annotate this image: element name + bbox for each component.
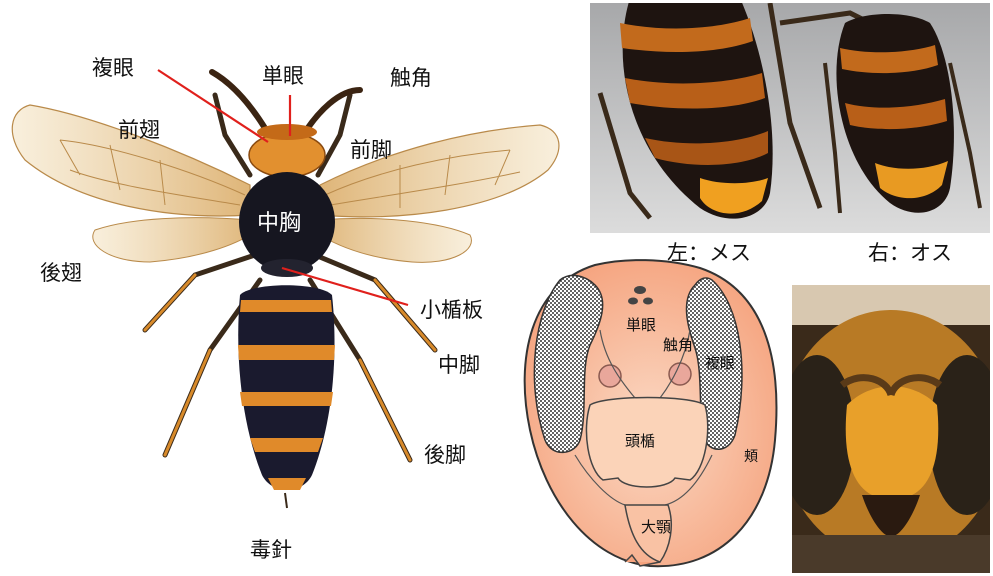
label-antenna: 触角 — [390, 66, 432, 90]
abdomen-comparison-photo — [590, 3, 990, 233]
head-label-cheek: 頬 — [744, 449, 758, 465]
head-label-mandible: 大顎 — [641, 518, 672, 536]
head-label-ocelli: 単眼 — [626, 316, 657, 334]
label-compound-eye: 複眼 — [92, 56, 134, 80]
label-midleg: 中脚 — [438, 353, 480, 377]
hornet-face-photo — [792, 285, 990, 573]
label-mesothorax: 中胸 — [257, 211, 302, 236]
pointer-scutellum — [281, 266, 409, 307]
face-photo-left-eye — [792, 355, 855, 515]
head-label-antenna: 触角 — [663, 336, 694, 354]
label-hindwing: 後翅 — [40, 261, 82, 285]
head-clypeus — [585, 396, 709, 488]
label-forewing: 前翅 — [118, 118, 160, 142]
pointer-compound-eye — [157, 69, 269, 143]
hornet-abdomen — [238, 285, 335, 509]
caption-female: 左：メス — [667, 241, 751, 265]
label-ocelli: 単眼 — [262, 64, 304, 88]
left-hindwing — [92, 217, 256, 263]
right-hindwing — [314, 217, 472, 263]
right-forewing — [319, 124, 560, 218]
male-abdomen — [836, 14, 954, 213]
left-forewing — [11, 104, 251, 217]
head-label-clypeus: 頭楯 — [625, 432, 656, 450]
head-compound-eye-left — [533, 274, 604, 454]
label-stinger: 毒針 — [250, 538, 292, 562]
head-antenna-socket-right — [668, 362, 692, 386]
label-foreleg: 前脚 — [350, 138, 392, 162]
hornet-thorax — [239, 172, 335, 272]
label-hindleg: 後脚 — [424, 443, 466, 467]
caption-male: 右：オス — [868, 241, 952, 265]
face-photo-right-eye — [929, 355, 990, 515]
pointer-lines — [157, 69, 409, 307]
label-scutellum: 小楯板 — [420, 298, 483, 322]
female-abdomen — [620, 3, 773, 219]
head-ocelli — [628, 286, 653, 305]
head-label-compound-eye: 複眼 — [705, 354, 736, 372]
